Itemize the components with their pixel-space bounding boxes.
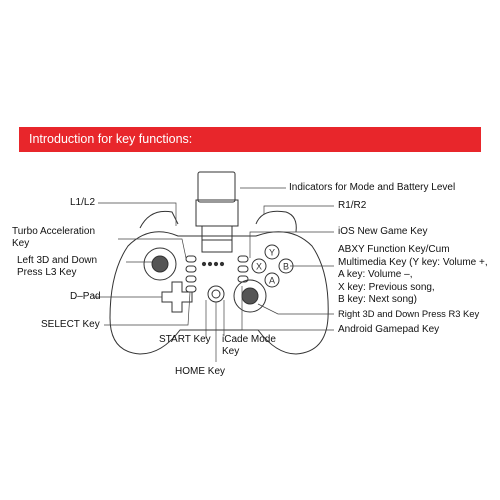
label-abxy: ABXY Function Key/Cum Multimedia Key (Y … [338, 244, 488, 305]
label-android: Android Gamepad Key [338, 324, 440, 335]
home-button-icon [207, 285, 225, 303]
b-button-label: B [283, 262, 289, 272]
leader-select [104, 291, 191, 326]
left-stick-icon [143, 247, 177, 281]
right-stick-icon [233, 279, 267, 313]
a-button-label: A [269, 276, 275, 286]
label-start: START Key [159, 334, 211, 345]
label-r1r2: R1/R2 [338, 200, 367, 211]
x-button-icon [251, 258, 267, 274]
y-button-icon [264, 244, 280, 260]
phone-holder-arm [195, 199, 239, 227]
controller-body [109, 231, 329, 355]
x-button-label: X [256, 262, 262, 272]
label-select: SELECT Key [41, 319, 100, 330]
label-home: HOME Key [175, 366, 226, 377]
title-banner: Introduction for key functions: [19, 127, 481, 152]
a-button-icon [264, 272, 280, 288]
label-left3d: Left 3D and Down Press L3 Key [17, 255, 98, 278]
y-button-label: Y [269, 248, 275, 258]
leader-r1r2 [263, 205, 334, 214]
leader-l1l2 [98, 202, 177, 226]
phone-holder-clamp [197, 171, 236, 203]
dpad-icon [161, 281, 193, 313]
leader-right3d [257, 303, 334, 315]
label-icade: iCade Mode Key [222, 334, 276, 357]
leader-ios [249, 231, 334, 258]
left-shoulder-icon [139, 210, 179, 229]
label-ios: iOS New Game Key [338, 226, 428, 237]
leader-android [241, 286, 334, 331]
label-right3d: Right 3D and Down Press R3 Key [338, 308, 480, 319]
label-turbo: Turbo Acceleration Key [12, 226, 96, 249]
label-l1l2: L1/L2 [70, 197, 96, 208]
banner-title: Introduction for key functions: [29, 132, 193, 146]
right-shoulder-icon [255, 210, 297, 233]
label-indicators: Indicators for Mode and Battery Level [289, 182, 456, 193]
label-dpad: D–Pad [70, 291, 101, 302]
leader-turbo [118, 238, 187, 259]
